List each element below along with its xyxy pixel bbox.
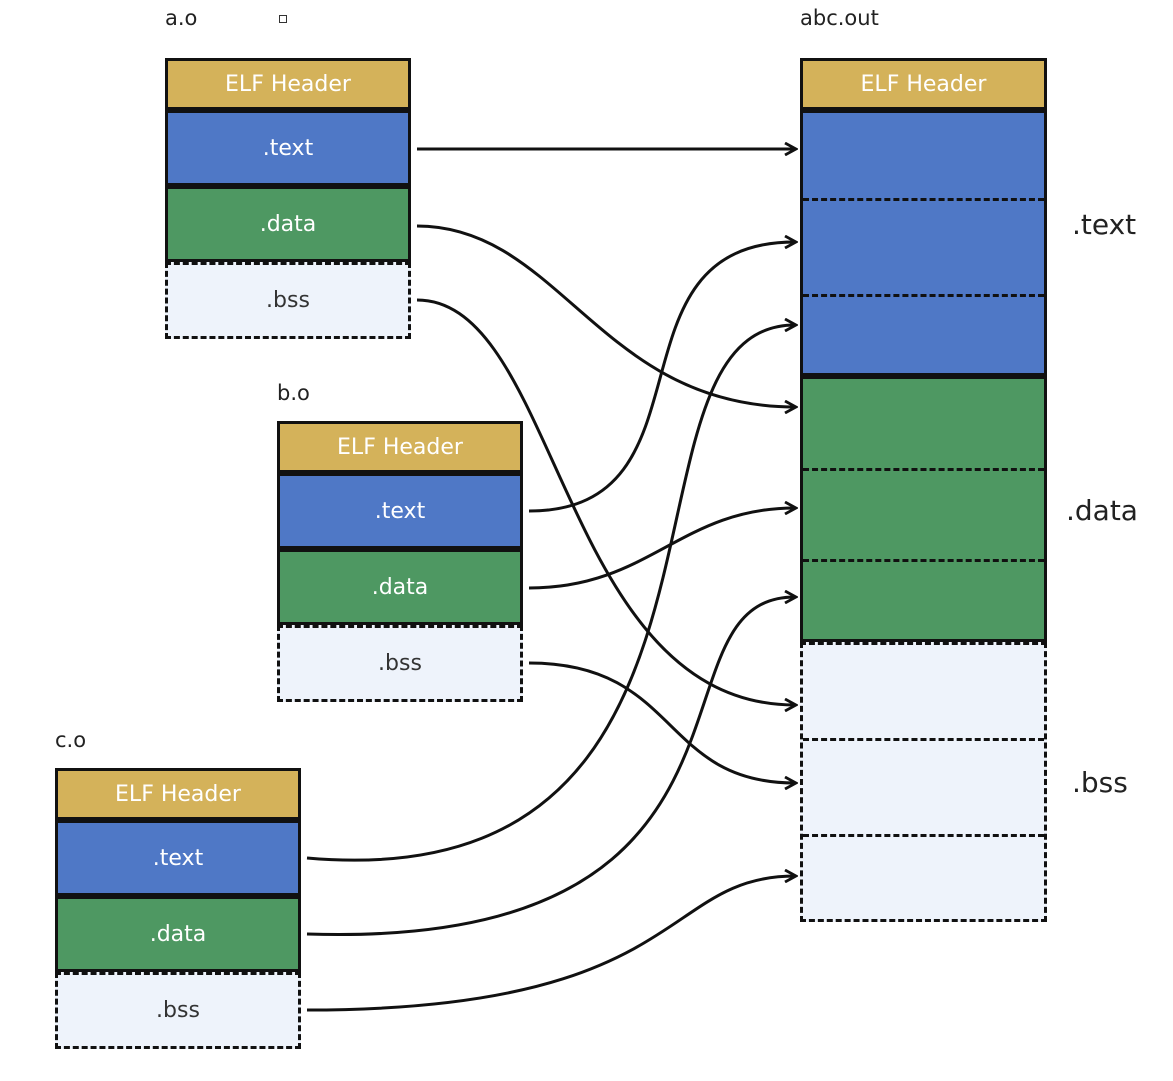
arrow-b-text	[528, 242, 795, 513]
output-data-label: .data	[1066, 494, 1138, 527]
file-label-b: b.o	[277, 381, 310, 405]
data-divider	[803, 468, 1044, 471]
bss-section-output	[800, 642, 1047, 922]
output-bss-label: .bss	[1072, 766, 1128, 799]
elf-header-a: ELF Header	[165, 58, 411, 110]
object-file-c: ELF Header .text .data .bss	[55, 768, 301, 1049]
data-section-b: .data	[277, 549, 523, 625]
arrow-b-bss	[528, 661, 795, 783]
text-section-output	[800, 110, 1047, 376]
text-divider	[803, 198, 1044, 201]
data-divider	[803, 559, 1044, 562]
arrow-b-data	[528, 508, 795, 590]
data-section-a: .data	[165, 186, 411, 262]
file-label-c: c.o	[55, 728, 87, 752]
bss-section-b: .bss	[277, 625, 523, 702]
arrow-c-bss	[306, 876, 795, 1012]
output-text-label: .text	[1072, 208, 1137, 241]
arrow-c-text	[306, 325, 795, 862]
elf-header-output: ELF Header	[800, 58, 1047, 110]
data-section-c: .data	[55, 896, 301, 972]
elf-header-b: ELF Header	[277, 421, 523, 473]
bss-divider	[803, 834, 1044, 837]
bss-section-c: .bss	[55, 972, 301, 1049]
arrow-a-bss	[416, 298, 795, 705]
output-file: ELF Header	[800, 58, 1047, 922]
object-file-a: ELF Header .text .data .bss	[165, 58, 411, 339]
file-label-a: a.o	[165, 6, 198, 30]
bss-divider	[803, 738, 1044, 741]
text-divider	[803, 294, 1044, 297]
text-section-b: .text	[277, 473, 523, 549]
elf-header-c: ELF Header	[55, 768, 301, 820]
object-file-b: ELF Header .text .data .bss	[277, 421, 523, 702]
text-section-c: .text	[55, 820, 301, 896]
text-section-a: .text	[165, 110, 411, 186]
arrow-c-data	[306, 597, 795, 936]
data-section-output	[800, 376, 1047, 642]
marker-square-icon	[279, 15, 287, 23]
arrow-a-data	[416, 224, 795, 407]
file-label-output: abc.out	[800, 6, 879, 30]
bss-section-a: .bss	[165, 262, 411, 339]
